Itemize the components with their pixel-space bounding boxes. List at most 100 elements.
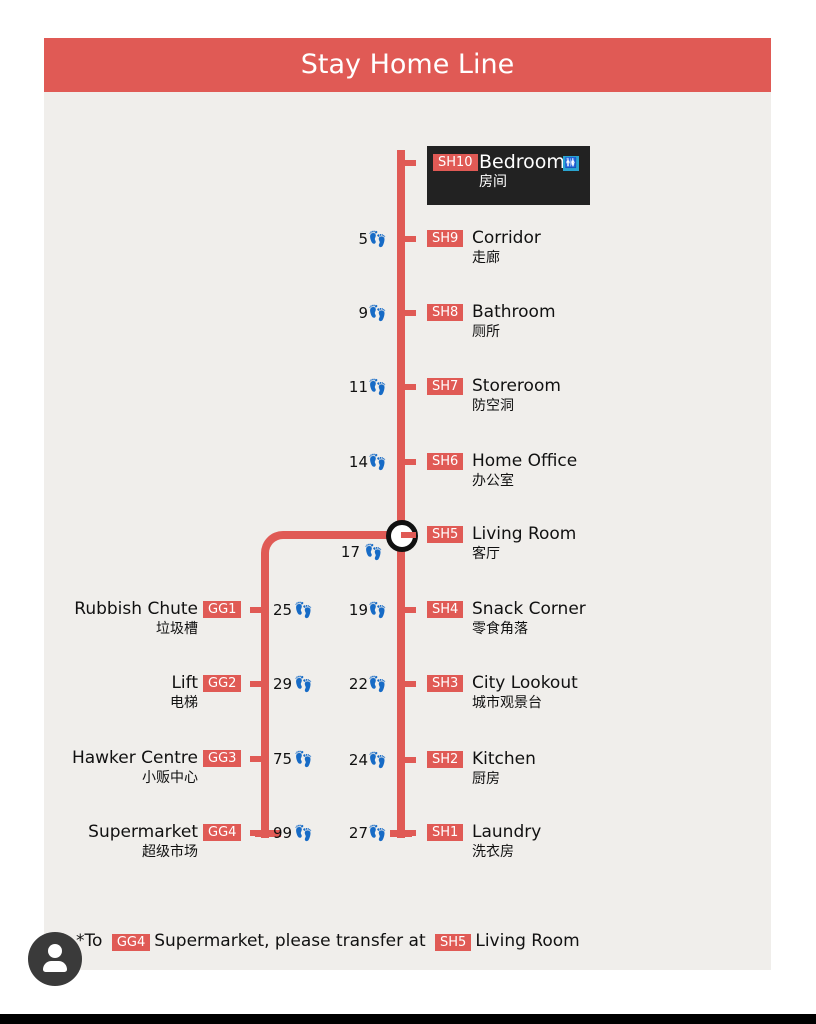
step-count: 5 [358, 230, 368, 248]
step-count: 27 [348, 824, 368, 842]
branch-line-corner [261, 531, 291, 561]
station-name-chinese: 防空洞 [472, 398, 514, 414]
station-code: GG2 [203, 675, 242, 692]
station-name-chinese: 房间 [479, 174, 507, 190]
station-name-chinese: 零食角落 [472, 621, 528, 637]
bottom-bar [0, 1014, 816, 1024]
footprints-icon: 👣 [368, 675, 387, 693]
step-count: 24 [348, 751, 368, 769]
station-name-chinese: 洗衣房 [472, 844, 514, 860]
station-name: Hawker Centre [71, 748, 198, 768]
station-tick [401, 681, 416, 687]
station-name-chinese: 走廊 [472, 250, 500, 266]
footprints-icon: 👣 [368, 751, 387, 769]
station-name: Corridor [472, 228, 541, 248]
station-name-chinese: 垃圾槽 [156, 621, 198, 637]
footprints-icon: 👣 [368, 601, 387, 619]
step-count: 29 [273, 675, 293, 693]
station-tick [401, 757, 416, 763]
station-tick [401, 384, 416, 390]
station-tick [250, 681, 262, 687]
branch-line-end-cap [255, 830, 281, 837]
station-code: SH4 [427, 601, 464, 618]
page-title: Stay Home Line [44, 38, 771, 92]
footprints-icon: 👣 [368, 304, 387, 322]
step-count: 25 [273, 601, 293, 619]
station-name-chinese: 城市观景台 [472, 695, 542, 711]
note-badge-gg4: GG4 [111, 934, 151, 951]
branch-line [261, 560, 269, 838]
footprints-icon: 👣 [294, 675, 313, 693]
map-card [44, 38, 771, 970]
step-count: 22 [348, 675, 368, 693]
step-count: 14 [348, 453, 368, 471]
footprints-icon: 👣 [294, 824, 313, 842]
step-count: 17 [340, 543, 360, 561]
footprints-icon: 👣 [368, 824, 387, 842]
station-code: SH6 [427, 453, 464, 470]
note-prefix: *To [76, 931, 103, 951]
station-code: SH10 [433, 154, 478, 171]
station-code: GG1 [203, 601, 242, 618]
station-code: SH7 [427, 378, 464, 395]
note-text: Supermarket, please transfer at [154, 931, 426, 951]
footprints-icon: 👣 [368, 230, 387, 248]
station-name-chinese: 厨房 [472, 771, 500, 787]
station-name-chinese: 小贩中心 [142, 770, 198, 786]
footprints-icon: 👣 [294, 601, 313, 619]
user-icon-body [43, 961, 67, 972]
station-name: Home Office [472, 451, 578, 471]
step-count: 99 [273, 824, 293, 842]
station-code: SH3 [427, 675, 464, 692]
step-count: 19 [348, 601, 368, 619]
station-code: SH1 [427, 824, 464, 841]
note-end: Living Room [475, 931, 580, 951]
station-name: Lift [171, 673, 198, 693]
station-tick [401, 310, 416, 316]
footprints-icon: 👣 [368, 378, 387, 396]
step-count: 11 [348, 378, 368, 396]
station-name: City Lookout [472, 673, 578, 693]
station-name: Rubbish Chute [74, 599, 198, 619]
step-count: 9 [358, 304, 368, 322]
note-badge-sh5: SH5 [435, 934, 472, 951]
station-name: Bedroom [479, 151, 565, 173]
station-tick [401, 830, 416, 836]
station-name-chinese: 客厅 [472, 546, 500, 562]
footprints-icon: 👣 [364, 543, 383, 561]
station-name: Supermarket [88, 822, 198, 842]
station-name: Storeroom [472, 376, 561, 396]
user-icon-head [48, 944, 62, 958]
station-name-chinese: 超级市场 [142, 844, 198, 860]
station-code: GG4 [203, 824, 242, 841]
station-tick [401, 160, 416, 166]
station-name: Snack Corner [472, 599, 586, 619]
station-name-chinese: 厕所 [472, 324, 500, 340]
station-tick [401, 607, 416, 613]
station-tick [401, 532, 416, 538]
station-tick [250, 756, 262, 762]
station-name: Kitchen [472, 749, 536, 769]
station-tick [401, 236, 416, 242]
avatar-button[interactable] [28, 932, 82, 986]
station-name-chinese: 电梯 [170, 695, 198, 711]
station-code: SH8 [427, 304, 464, 321]
station-tick [401, 459, 416, 465]
station-tick [250, 830, 262, 836]
footprints-icon: 👣 [368, 453, 387, 471]
footprints-icon: 👣 [294, 750, 313, 768]
station-code: SH2 [427, 751, 464, 768]
station-code: SH5 [427, 526, 464, 543]
station-tick [250, 607, 262, 613]
station-code: SH9 [427, 230, 464, 247]
main-line [397, 150, 405, 838]
step-count: 75 [273, 750, 293, 768]
station-code: GG3 [203, 750, 242, 767]
toilet-icon: 🚻 [563, 156, 579, 171]
branch-line-horizontal [283, 531, 393, 539]
station-name: Bathroom [472, 302, 556, 322]
station-name: Living Room [472, 524, 577, 544]
station-name: Laundry [472, 822, 542, 842]
station-name-chinese: 办公室 [472, 473, 514, 489]
